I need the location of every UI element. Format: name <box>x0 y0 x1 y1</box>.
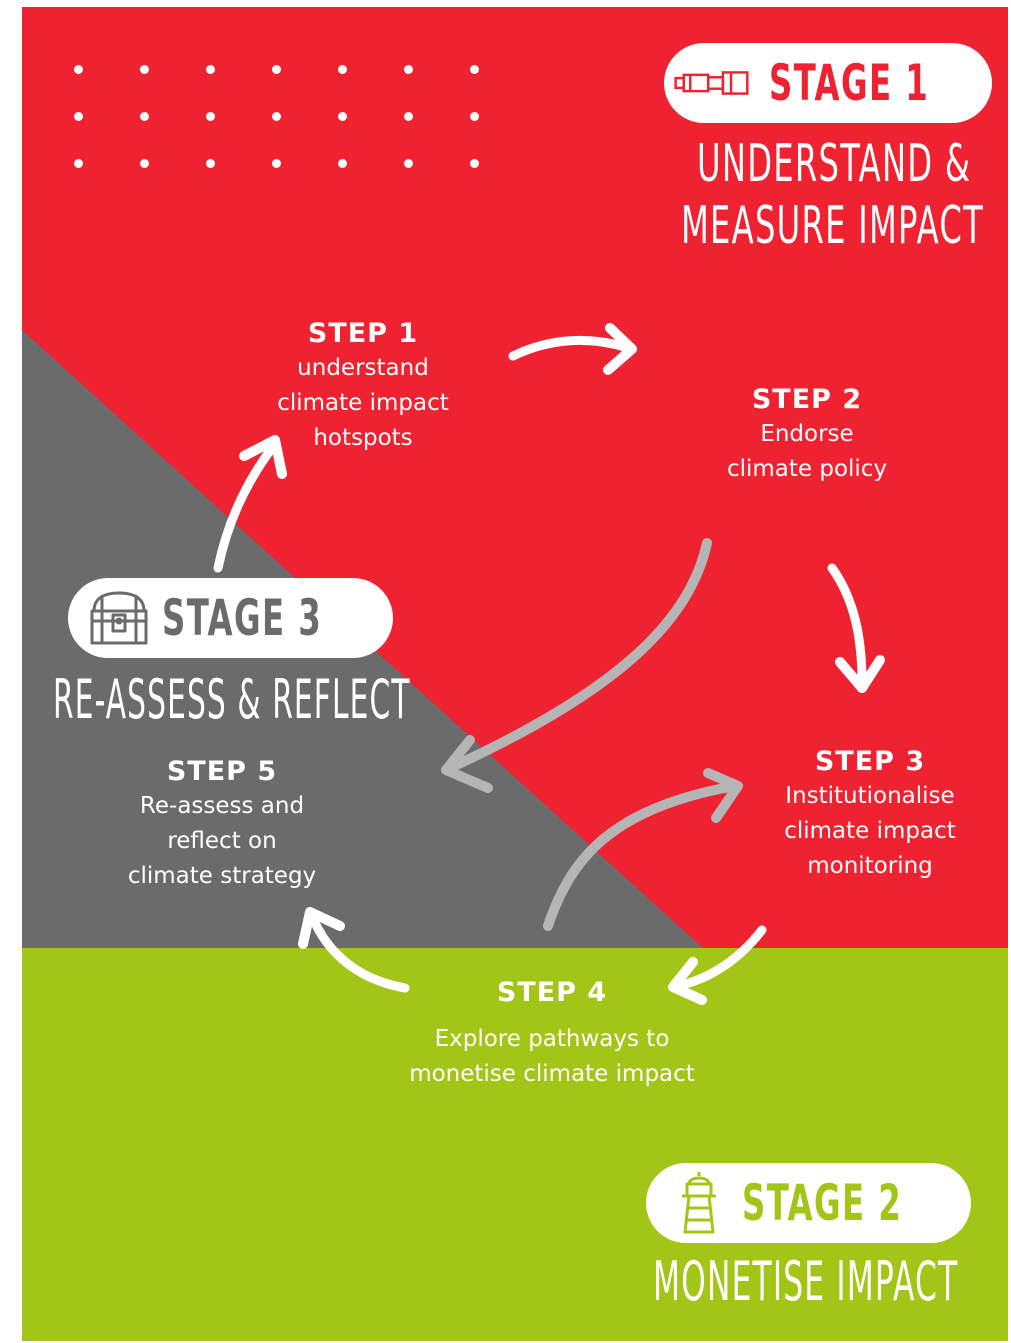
telescope-icon <box>674 71 749 95</box>
dot <box>140 159 149 168</box>
step-4-title: STEP 4 <box>496 977 608 1008</box>
step-3-desc-line: Institutionalise <box>785 783 955 809</box>
step-5-desc-line: reflect on <box>167 828 277 854</box>
dot <box>140 65 149 74</box>
arrow-step5-to-step1-head <box>239 435 287 479</box>
dot <box>470 65 479 74</box>
arrow-step2-to-step5-gray-head <box>441 735 493 793</box>
stage-3-badge: STAGE 3 <box>68 578 393 658</box>
dot <box>470 112 479 121</box>
arrow-step4-to-step5-head <box>298 907 345 949</box>
stage-1-title-line-1: UNDERSTAND & <box>697 134 972 194</box>
dot <box>338 65 347 74</box>
arrow-step3-to-step4-head <box>668 957 707 1005</box>
step-2-title: STEP 2 <box>751 384 863 415</box>
stage-3-label: STAGE 3 <box>162 589 323 647</box>
step-2-desc-line: Endorse <box>760 421 854 447</box>
step-1-desc-line: understand <box>297 355 429 381</box>
dot <box>140 112 149 121</box>
step-4: STEP 4 Explore pathways to monetise clim… <box>372 976 732 1092</box>
stage-3-title: RE-ASSESS & REFLECT <box>53 668 411 731</box>
dot <box>206 65 215 74</box>
dot <box>206 159 215 168</box>
step-4-desc-line: monetise climate impact <box>409 1061 695 1087</box>
step-3-desc-line: monitoring <box>807 853 933 879</box>
arrow-step4-to-step3-gray <box>543 781 740 931</box>
stage-1-badge: STAGE 1 <box>664 43 992 123</box>
step-5-desc-line: Re-assess and <box>139 793 305 819</box>
dot <box>272 159 281 168</box>
dot <box>404 112 413 121</box>
step-3: STEP 3 Institutionalise climate impact m… <box>750 745 990 884</box>
arrow-step2-to-step5-gray <box>445 538 712 773</box>
dot <box>206 112 215 121</box>
stage-2-title: MONETISE IMPACT <box>653 1250 959 1313</box>
arrow-step5-to-step1 <box>213 443 277 573</box>
green-region <box>22 948 1008 1341</box>
dot <box>74 159 83 168</box>
arrow-step2-to-step3 <box>827 563 867 687</box>
stage-2-label: STAGE 2 <box>742 1174 903 1232</box>
arrow-step1-to-step2-head <box>603 323 637 375</box>
arrow-step1-to-step2 <box>508 335 633 361</box>
dot <box>404 65 413 74</box>
dot <box>338 112 347 121</box>
step-1-desc-line: climate impact <box>277 390 449 416</box>
dot <box>470 159 479 168</box>
step-1-title: STEP 1 <box>307 318 419 349</box>
arrow-step2-to-step3-head <box>835 655 885 693</box>
step-2-desc-line: climate policy <box>726 456 888 482</box>
step-4-desc-line: Explore pathways to <box>434 1026 670 1052</box>
step-2: STEP 2 Endorse climate policy <box>687 383 927 487</box>
dot <box>272 112 281 121</box>
dot <box>272 65 281 74</box>
dot <box>74 112 83 121</box>
step-1: STEP 1 understand climate impact hotspot… <box>233 317 493 456</box>
dot <box>404 159 413 168</box>
stage-1-label: STAGE 1 <box>769 54 930 112</box>
step-5: STEP 5 Re-assess and reflect on climate … <box>102 755 342 894</box>
dot <box>74 65 83 74</box>
step-5-title: STEP 5 <box>166 756 278 787</box>
arrow-step4-to-step3-gray-head <box>703 768 743 823</box>
lighthouse-icon <box>682 1172 716 1234</box>
treasure-chest-icon <box>90 591 148 645</box>
step-3-title: STEP 3 <box>814 746 926 777</box>
stage-2-badge: STAGE 2 <box>646 1163 971 1243</box>
arrow-step3-to-step4 <box>673 925 767 991</box>
dot <box>338 159 347 168</box>
arrow-step4-to-step5 <box>307 911 410 993</box>
step-5-desc-line: climate strategy <box>127 863 317 889</box>
stage-1-title-line-2: MEASURE IMPACT <box>681 196 985 256</box>
step-3-desc-line: climate impact <box>784 818 956 844</box>
step-1-desc-line: hotspots <box>313 425 413 451</box>
